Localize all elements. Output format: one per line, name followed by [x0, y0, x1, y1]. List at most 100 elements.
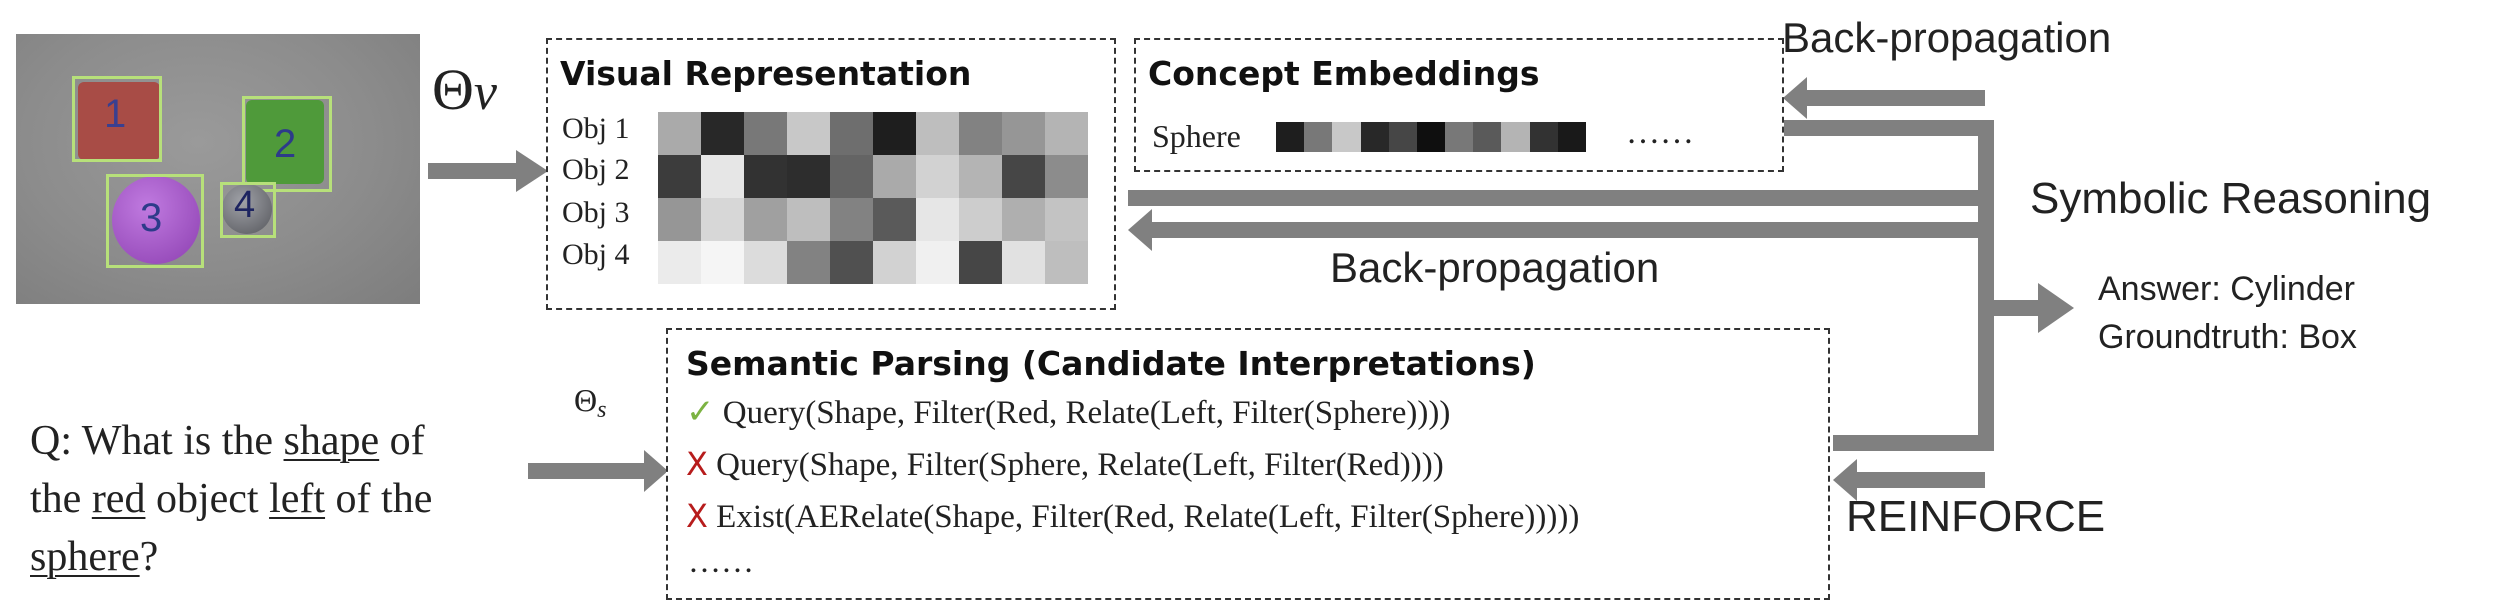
sphere-label: Sphere	[1152, 118, 1241, 154]
feature-cell	[830, 112, 873, 155]
embedding-cell	[1388, 122, 1417, 152]
question-line-1: Q: What is the shape of	[30, 418, 425, 464]
feature-cell	[1002, 241, 1045, 284]
embedding-cell	[1557, 122, 1586, 152]
parsing-ellipsis: ……	[688, 544, 754, 580]
scene-object-2	[246, 100, 324, 184]
bbox-3	[106, 174, 204, 268]
candidate-2: X Query(Shape, Filter(Sphere, Relate(Lef…	[686, 445, 1444, 483]
feature-cell	[658, 241, 701, 284]
object-label-2: 2	[274, 122, 297, 166]
feature-cell	[658, 112, 701, 155]
semantic-parsing-box: Semantic Parsing (Candidate Interpretati…	[666, 328, 1830, 600]
embedding-cell	[1304, 122, 1333, 152]
scene-object-3	[112, 176, 200, 264]
arrow-backprop-visual	[1150, 222, 1985, 238]
question-text: Q: What is the shape of the red object l…	[30, 412, 432, 586]
cross-icon: X	[686, 445, 708, 483]
embedding-cell	[1360, 122, 1389, 152]
feature-cell	[830, 241, 873, 284]
scene-image: 1 2 3 4	[16, 34, 420, 304]
arrow-concept-out	[1783, 120, 1978, 136]
embedding-cell	[1445, 122, 1474, 152]
bbox-1	[72, 76, 162, 162]
feature-cell	[916, 112, 959, 155]
feature-cell	[873, 241, 916, 284]
backprop-label-top: Back-propagation	[1782, 14, 2112, 61]
candidate-3: X Exist(AERelate(Shape, Filter(Red, Rela…	[686, 497, 1580, 535]
arrow-reinforce	[1855, 472, 1985, 488]
object-label-1: 1	[104, 92, 127, 136]
feature-cell	[873, 112, 916, 155]
embedding-cell	[1529, 122, 1558, 152]
feature-cell	[1045, 241, 1088, 284]
feature-cell	[744, 155, 787, 198]
concept-embeddings-box: Concept Embeddings Sphere ……	[1134, 38, 1784, 172]
bbox-2	[242, 96, 332, 192]
reinforce-label: REINFORCE	[1846, 492, 2106, 541]
obj-label-4: Obj 4	[562, 238, 630, 271]
feature-cell	[744, 112, 787, 155]
feature-cell	[1045, 155, 1088, 198]
visual-representation-title: Visual Representation	[560, 54, 972, 93]
embedding-cell	[1473, 122, 1502, 152]
cross-icon: X	[686, 497, 708, 535]
feature-cell	[787, 198, 830, 241]
feature-cell	[916, 241, 959, 284]
embedding-cell	[1416, 122, 1446, 152]
arrow-scene-to-visual	[428, 163, 518, 179]
question-line-3: sphere?	[30, 534, 159, 580]
feature-cell	[701, 155, 744, 198]
feature-cell	[1045, 112, 1088, 155]
symbolic-reasoning-label: Symbolic Reasoning	[2030, 174, 2432, 223]
concept-embeddings-title: Concept Embeddings	[1148, 54, 1540, 93]
theta-v-label: Θv	[432, 57, 497, 122]
feature-cell	[701, 198, 744, 241]
feature-cell	[1045, 198, 1088, 241]
feature-cell	[744, 241, 787, 284]
feature-cell	[787, 155, 830, 198]
feature-cell	[1002, 112, 1045, 155]
scene-object-1	[78, 82, 160, 160]
feature-cell	[787, 241, 830, 284]
arrow-backprop-concept	[1805, 90, 1985, 106]
embedding-cell	[1276, 122, 1305, 152]
bbox-4	[220, 182, 276, 238]
feature-cell	[830, 198, 873, 241]
feature-cell	[701, 241, 744, 284]
feature-cell	[959, 155, 1002, 198]
feature-cell	[1002, 198, 1045, 241]
arrow-to-answer	[1978, 300, 2040, 316]
arrow-question-to-parsing	[528, 463, 646, 479]
scene-object-4	[222, 184, 272, 234]
arrow-visual-out	[1128, 190, 1978, 206]
answer-text: Answer: Cylinder	[2098, 270, 2355, 308]
arrow-parsing-out	[1833, 435, 1983, 451]
sphere-embedding-strip	[1276, 122, 1586, 152]
visual-representation-box: Visual Representation Obj 1 Obj 2 Obj 3 …	[546, 38, 1116, 310]
feature-cell	[658, 198, 701, 241]
question-line-2: the red object left of the	[30, 476, 433, 522]
feature-cell	[959, 112, 1002, 155]
backprop-label-middle: Back-propagation	[1330, 244, 1660, 291]
feature-cell	[701, 112, 744, 155]
feature-cell	[916, 155, 959, 198]
obj-label-2: Obj 2	[562, 153, 630, 186]
feature-cell	[830, 155, 873, 198]
candidate-1: ✓ Query(Shape, Filter(Red, Relate(Left, …	[686, 392, 1451, 432]
obj-label-3: Obj 3	[562, 196, 630, 229]
feature-cell	[959, 241, 1002, 284]
feature-cell	[916, 198, 959, 241]
embedding-cell	[1332, 122, 1361, 152]
feature-cell	[1002, 155, 1045, 198]
concept-ellipsis: ……	[1626, 114, 1694, 151]
feature-cell	[959, 198, 1002, 241]
feature-cell	[744, 198, 787, 241]
groundtruth-text: Groundtruth: Box	[2098, 318, 2357, 356]
feature-cell	[873, 198, 916, 241]
feature-cell	[873, 155, 916, 198]
visual-feature-grid	[658, 112, 1088, 284]
obj-label-1: Obj 1	[562, 112, 630, 145]
object-label-4: 4	[234, 184, 256, 226]
